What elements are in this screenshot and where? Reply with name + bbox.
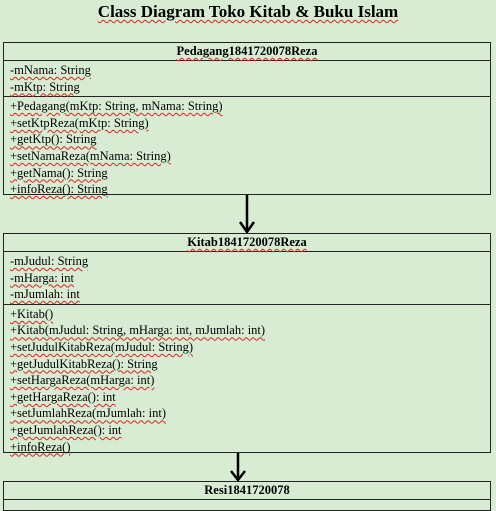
attributes-section: -mJudul: String -mHarga: int -mJumlah: i… [4, 252, 490, 304]
method: +Kitab() [10, 306, 54, 321]
class-name: Resi1841720078 [4, 482, 490, 500]
method: +infoReza(): String [10, 182, 108, 197]
methods-section: +Kitab() +Kitab(mJudul: String, mHarga: … [4, 303, 490, 455]
class-box-pedagang: Pedagang1841720078Reza -mNama: String -m… [3, 42, 491, 198]
attribute: -mJumlah: int [10, 287, 80, 302]
method: +getJudulKitabReza(): String [10, 356, 158, 371]
method: +setKtpReza(mKtp: String) [10, 115, 149, 130]
method: +setJumlahReza(mJumlah: int) [10, 406, 166, 421]
class-box-resi: Resi1841720078 [3, 481, 491, 511]
method: +setHargaReza(mHarga: int) [10, 373, 155, 388]
class-box-kitab: Kitab1841720078Reza -mJudul: String -mHa… [3, 233, 491, 455]
class-name: Pedagang1841720078Reza [4, 43, 490, 61]
attribute: -mJudul: String [10, 254, 89, 268]
attributes-section: -mNama: String -mKtp: String [4, 61, 490, 96]
method: +setJudulKitabReza(mJudul: String) [10, 339, 194, 354]
method: +Pedagang(mKtp: String, mNama: String) [10, 99, 223, 114]
association-arrow [238, 195, 256, 235]
class-name: Kitab1841720078Reza [4, 234, 490, 252]
association-arrow [230, 453, 246, 483]
diagram-title: Class Diagram Toko Kitab & Buku Islam [97, 2, 399, 21]
methods-section: +Pedagang(mKtp: String, mNama: String) +… [4, 96, 490, 198]
method: +infoReza() [10, 439, 71, 454]
method: +Kitab(mJudul: String, mHarga: int, mJum… [10, 323, 266, 338]
attribute: -mHarga: int [10, 270, 74, 285]
attribute: -mKtp: String [10, 79, 80, 94]
method: +getHargaReza(): int [10, 389, 116, 404]
method: +getNama(): String [10, 165, 108, 180]
method: +getKtp(): String [10, 132, 97, 147]
method: +getJumlahReza(): int [10, 422, 122, 437]
attribute: -mNama: String [10, 63, 91, 77]
method: +setNamaReza(mNama: String) [10, 148, 171, 163]
